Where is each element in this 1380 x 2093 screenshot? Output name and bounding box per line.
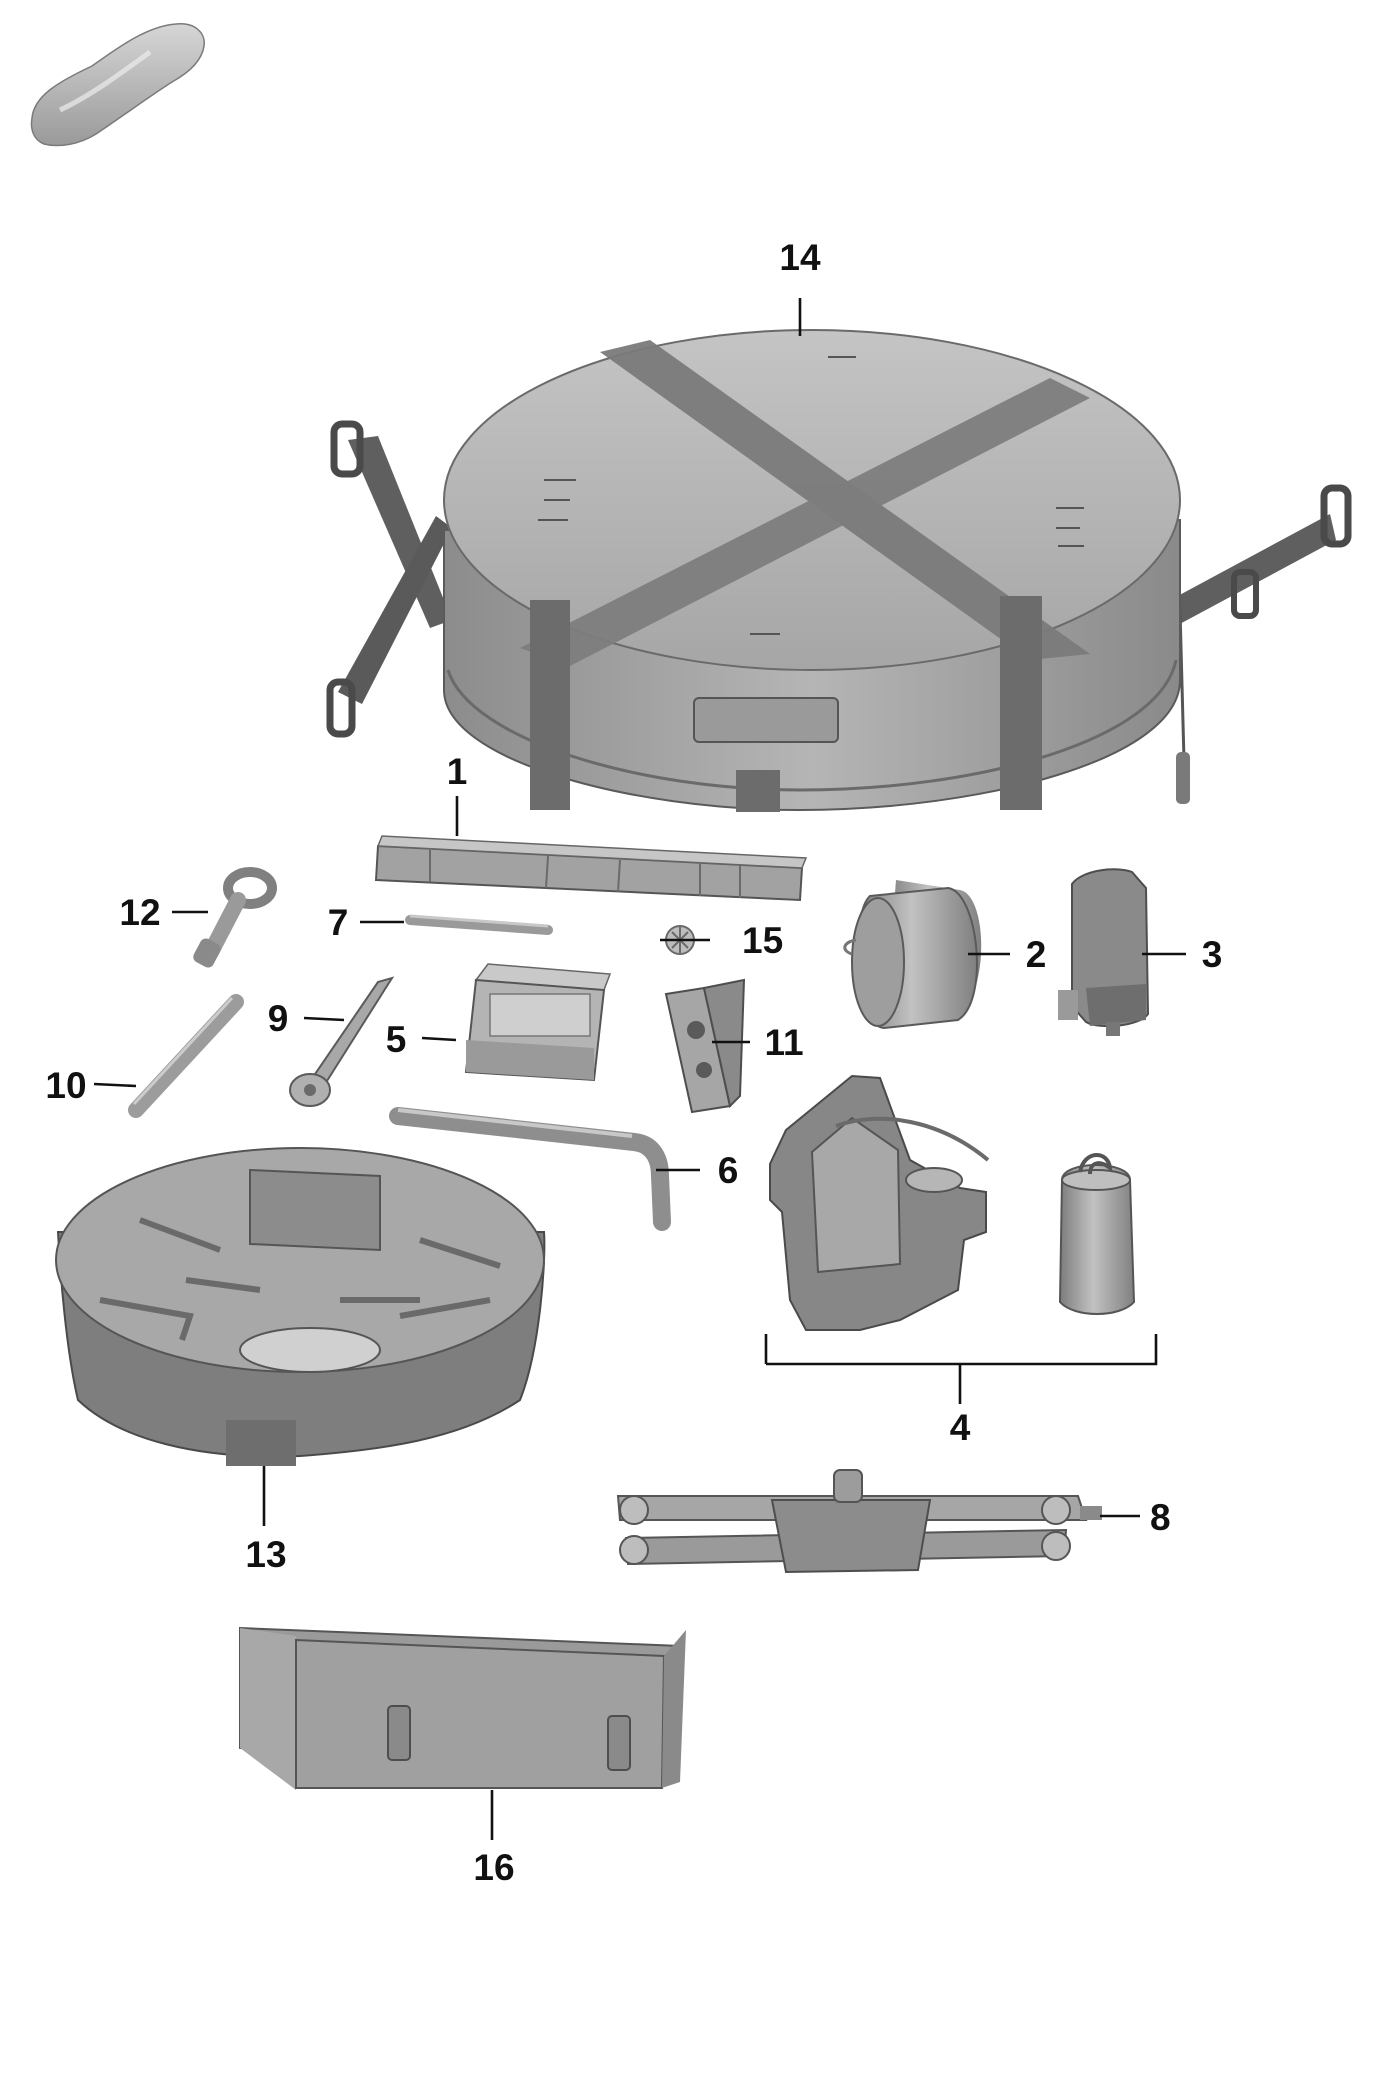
callout-1: 1 [447, 751, 468, 792]
callout-6: 6 [718, 1150, 739, 1191]
callout-14: 14 [779, 237, 821, 278]
part-07-pin [405, 914, 553, 935]
callout-16: 16 [473, 1847, 514, 1888]
callout-labels: 14 1 2 3 4 5 6 7 8 9 10 11 12 13 15 16 [45, 237, 1222, 1888]
leader-lines [93, 298, 1186, 1840]
part-12-towing-eye [193, 867, 277, 968]
callout-12: 12 [119, 892, 160, 933]
callout-10: 10 [45, 1065, 86, 1106]
part-06-l-wrench [389, 1107, 671, 1231]
callout-11: 11 [764, 1022, 803, 1063]
callout-15: 15 [742, 920, 783, 961]
part-05-box [464, 963, 612, 1082]
part-09-flat-wrench [289, 976, 395, 1107]
callout-4: 4 [950, 1407, 971, 1448]
part-08-scissor-jack [616, 1469, 1102, 1574]
part-14-spare-wheel-cover [326, 329, 1352, 812]
callout-3: 3 [1202, 934, 1223, 975]
part-10-rod [128, 994, 244, 1118]
callout-2: 2 [1026, 934, 1047, 975]
callout-5: 5 [386, 1019, 407, 1060]
car-silhouette-icon [30, 23, 205, 147]
part-02-cylinder [843, 880, 982, 1030]
callout-13: 13 [245, 1534, 286, 1575]
part-04-holder-set [769, 1074, 1136, 1331]
part-03-bracket-box [1058, 868, 1150, 1036]
part-16-storage-box [239, 1626, 686, 1790]
part-01-wrench-bar [374, 835, 808, 902]
part-13-foam-tray [55, 1147, 546, 1466]
callout-8: 8 [1150, 1497, 1171, 1538]
callout-7: 7 [328, 902, 349, 943]
part-11-bracket [664, 978, 746, 1114]
callout-9: 9 [268, 998, 289, 1039]
